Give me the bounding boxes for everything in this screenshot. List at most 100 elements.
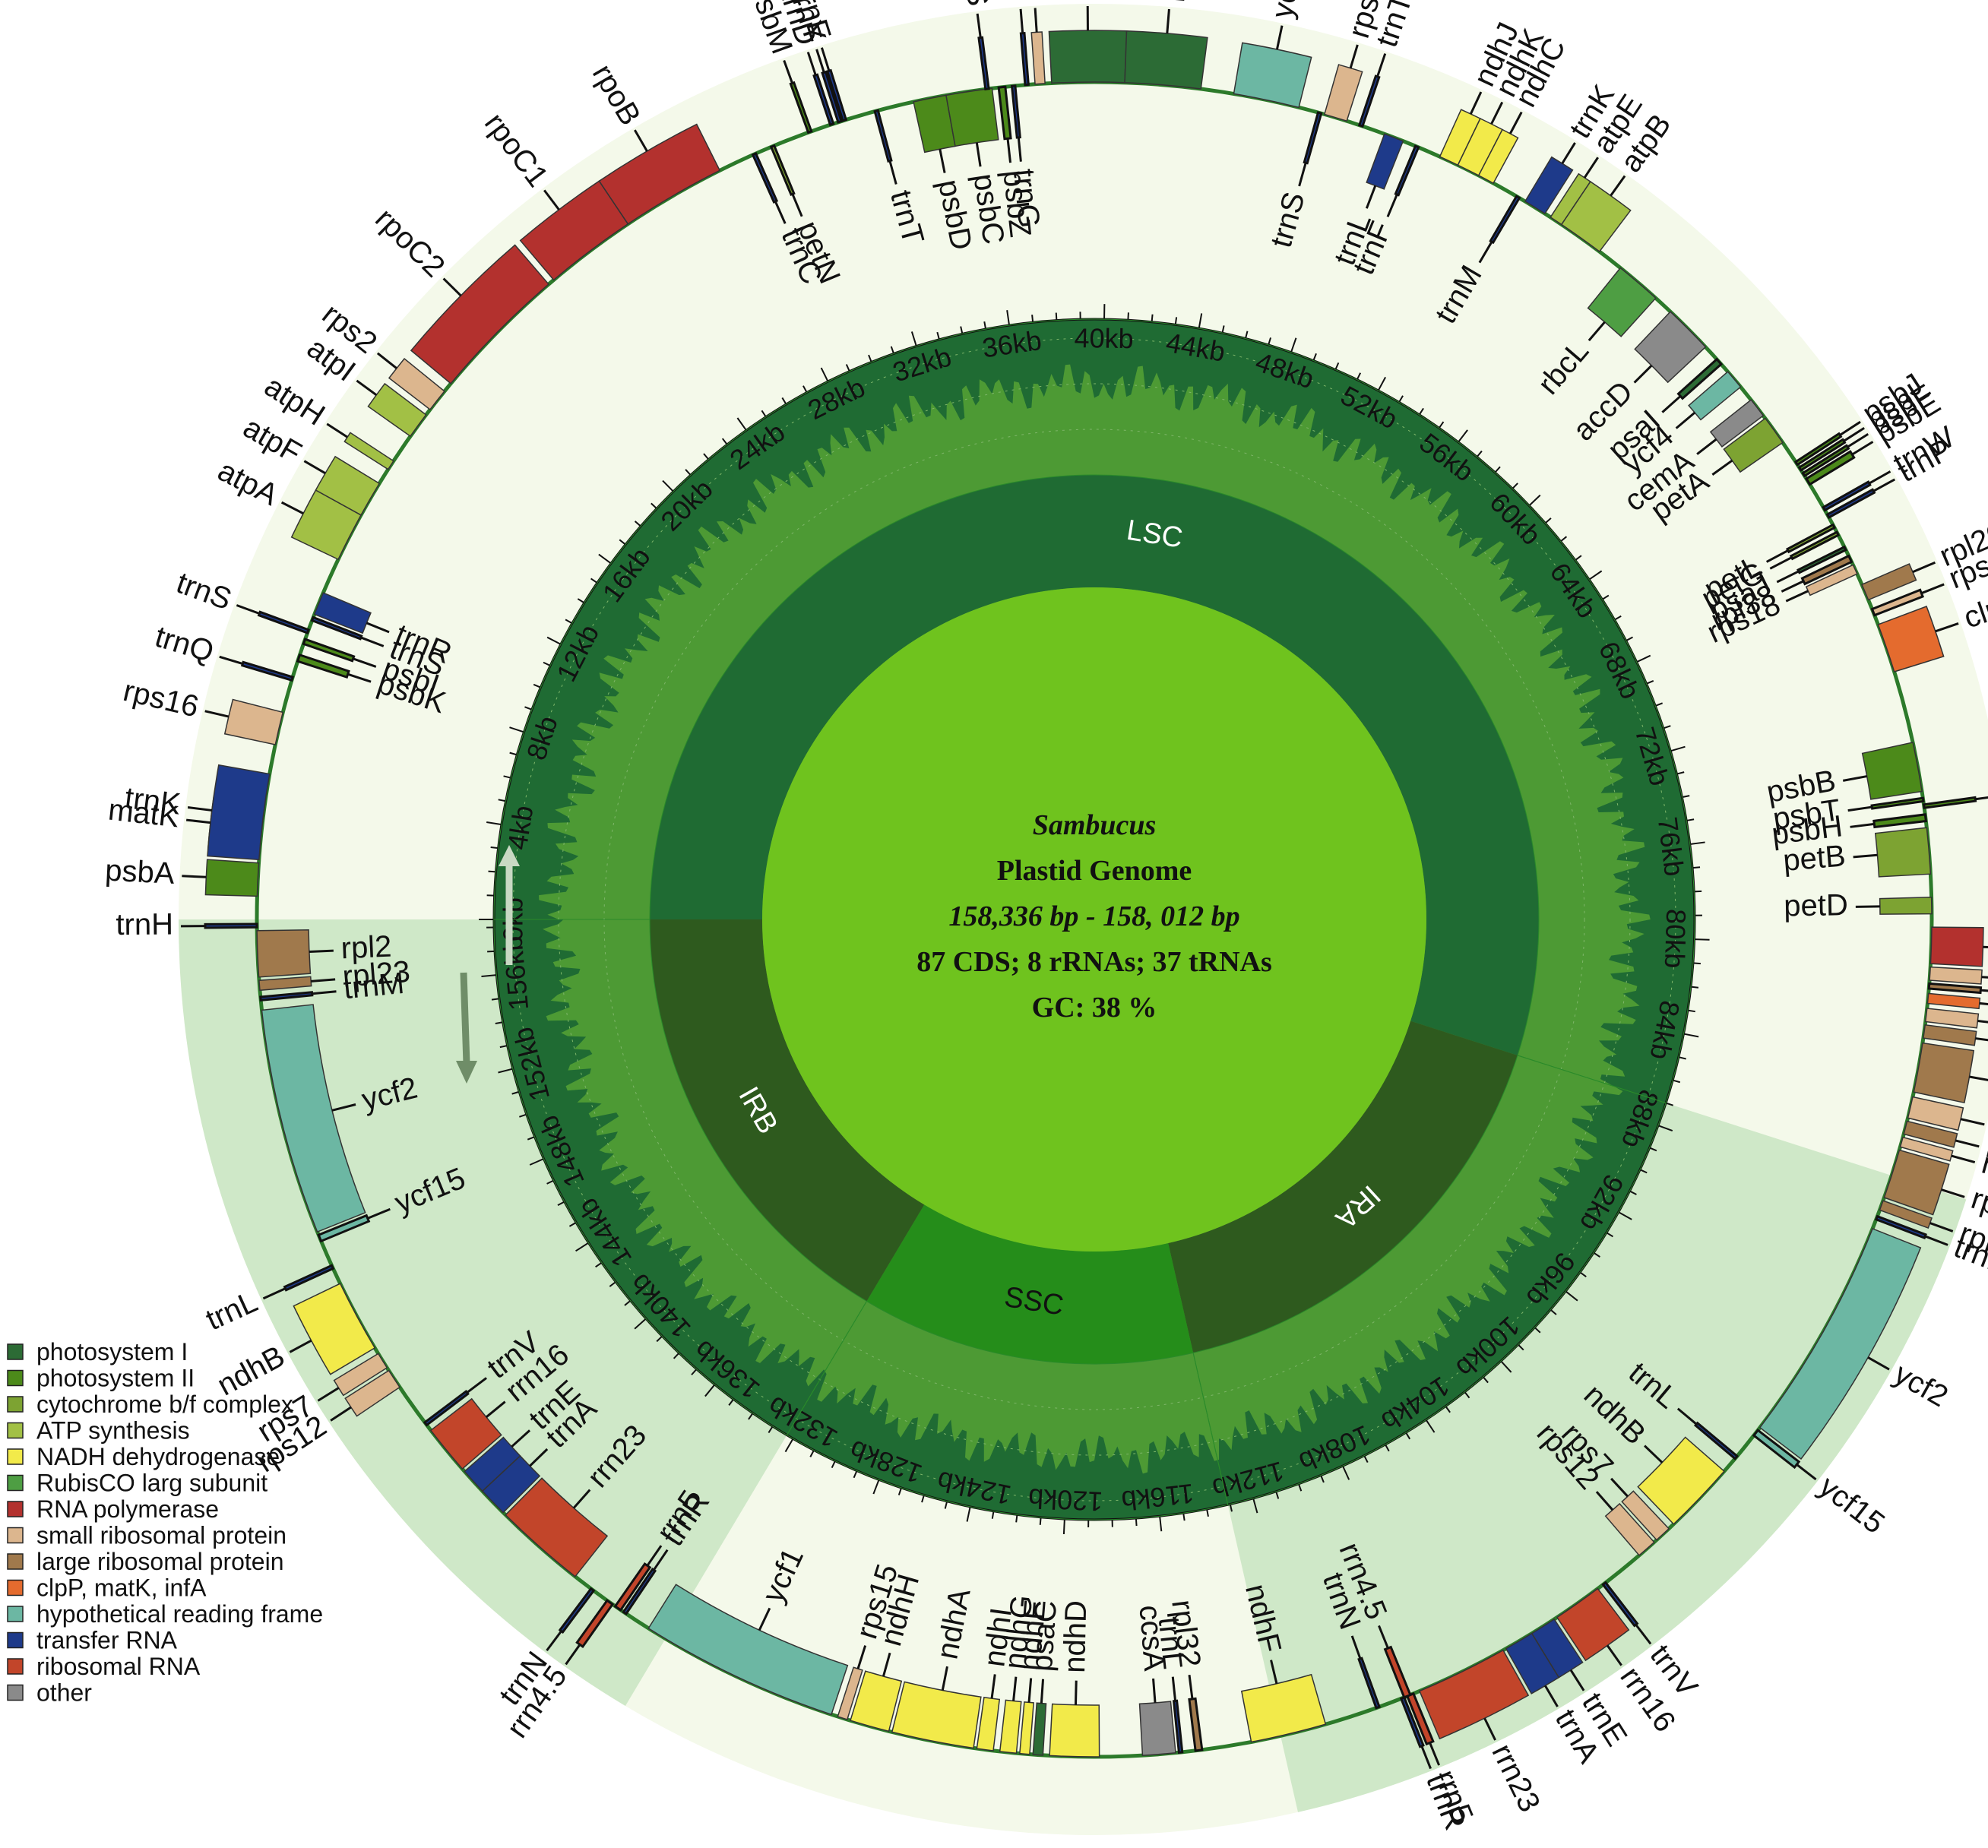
gene-trna bbox=[1505, 1632, 1560, 1695]
legend-label-atp: ATP synthesis bbox=[36, 1417, 190, 1445]
scale-tick bbox=[1135, 1518, 1138, 1527]
gene-leader bbox=[185, 818, 211, 824]
gene-leader bbox=[347, 672, 372, 683]
scale-tick bbox=[1689, 841, 1705, 845]
gene-leader bbox=[1951, 1154, 1976, 1164]
gene-leader bbox=[815, 49, 825, 73]
scale-tick bbox=[1683, 1033, 1699, 1038]
gene-leader bbox=[1843, 426, 1865, 442]
gene-leader bbox=[1765, 549, 1789, 563]
scale-tick bbox=[1312, 353, 1317, 361]
scale-tick bbox=[491, 998, 500, 1001]
genome-name: Sambucus bbox=[1033, 809, 1157, 841]
gene-label-rpoc2: rpoC2 bbox=[369, 202, 451, 284]
gene-label-rpl32: rpl32 bbox=[1165, 1598, 1207, 1669]
gene-leader bbox=[1378, 1625, 1389, 1649]
scale-tick bbox=[921, 1495, 925, 1503]
gene-psbf bbox=[1801, 444, 1850, 478]
gene-ndhh bbox=[850, 1670, 903, 1732]
gene-leader bbox=[1935, 622, 1959, 633]
gene-label-trnm: trnM bbox=[342, 967, 406, 1005]
gene-trnq bbox=[240, 660, 295, 682]
gene-leader bbox=[442, 277, 462, 297]
gene-leader bbox=[1635, 1624, 1652, 1645]
gene-trnl bbox=[1172, 1699, 1184, 1754]
gene-leader bbox=[303, 460, 326, 475]
gene-leader bbox=[1868, 470, 1891, 485]
gene-leader bbox=[990, 1674, 996, 1699]
scale-tick bbox=[1649, 1147, 1657, 1152]
gene-leader bbox=[1912, 561, 1936, 574]
scale-tick bbox=[1560, 536, 1568, 543]
gene-leader bbox=[1847, 433, 1869, 448]
scale-tick bbox=[1670, 745, 1686, 752]
gene-leader bbox=[1867, 1356, 1890, 1371]
gene-label-trnk: trnK bbox=[123, 781, 183, 821]
gene-label-rpob: rpoB bbox=[586, 59, 647, 131]
gene-label-ycf3: ycf3 bbox=[1265, 0, 1309, 21]
scale-tick bbox=[1534, 1327, 1541, 1334]
scale-tick bbox=[1686, 818, 1695, 821]
scale-tick bbox=[1464, 1391, 1470, 1399]
scale-tick bbox=[1458, 429, 1468, 443]
gene-psbm bbox=[789, 81, 813, 134]
gene-atpf bbox=[315, 455, 381, 516]
gene-rpl2 bbox=[256, 929, 312, 978]
gene-rps11 bbox=[1929, 966, 1983, 985]
tick-label: 120kb bbox=[1027, 1483, 1103, 1517]
legend-swatch-cyt bbox=[7, 1396, 24, 1413]
gene-psbk bbox=[296, 653, 350, 679]
gene-petl bbox=[1785, 523, 1836, 554]
gene-trnc bbox=[751, 152, 779, 204]
scale-tick bbox=[1639, 1169, 1648, 1174]
scale-tick bbox=[1385, 1444, 1390, 1452]
scale-tick bbox=[568, 1221, 577, 1227]
gene-ndhb bbox=[293, 1283, 376, 1375]
gene-leader bbox=[511, 1429, 531, 1448]
gene-petb bbox=[1874, 827, 1932, 878]
gc-content: GC: 38 % bbox=[1032, 992, 1157, 1024]
gene-label-petb: petB bbox=[1782, 839, 1847, 878]
gene-leader bbox=[1696, 438, 1717, 455]
gene-leader bbox=[1429, 1742, 1441, 1766]
gene-ndhd bbox=[1049, 1703, 1100, 1758]
scale-tick bbox=[481, 974, 497, 977]
gene-label-trnm: trnM bbox=[1000, 0, 1038, 3]
gene-leader bbox=[182, 875, 207, 878]
gene-leader bbox=[1152, 1678, 1157, 1704]
gene-leader bbox=[366, 622, 390, 634]
scale-tick bbox=[991, 1511, 995, 1519]
gene-label-trnl: trnL bbox=[201, 1285, 262, 1337]
gene-leader bbox=[1977, 1020, 1988, 1024]
gene-rps19 bbox=[1899, 1136, 1954, 1162]
gene-label-ccsa: ccsA bbox=[1133, 1604, 1172, 1672]
gene-leader bbox=[1595, 1491, 1614, 1511]
gene-ycf2 bbox=[1758, 1227, 1922, 1460]
gene-leader bbox=[1376, 53, 1387, 78]
gene-leader bbox=[1920, 583, 1945, 595]
scale-tick bbox=[1618, 1211, 1632, 1220]
gene-label-ndhe: ndhE bbox=[1013, 1598, 1053, 1672]
gene-leader bbox=[546, 1630, 562, 1652]
gene-ycf2 bbox=[261, 1004, 366, 1233]
gene-leader bbox=[1166, 8, 1170, 34]
region-ssc bbox=[866, 1204, 1194, 1364]
scale-tick bbox=[1127, 312, 1129, 321]
scale-tick bbox=[498, 799, 506, 802]
scale-tick bbox=[519, 1113, 527, 1118]
scale-tick bbox=[1425, 1419, 1436, 1433]
scale-tick bbox=[1565, 1290, 1578, 1302]
scale-tick bbox=[1039, 1517, 1042, 1525]
gene-trnv bbox=[1601, 1581, 1639, 1628]
gene-trnt bbox=[1357, 74, 1381, 128]
gene-rpob bbox=[598, 123, 721, 225]
scale-tick bbox=[499, 1045, 508, 1049]
gene-leader bbox=[1979, 1002, 1988, 1005]
scale-tick bbox=[802, 385, 808, 393]
gene-leader bbox=[1469, 91, 1483, 115]
legend-label-oth: other bbox=[36, 1679, 92, 1707]
gene-trnr bbox=[313, 592, 372, 634]
scale-tick bbox=[1015, 1514, 1018, 1523]
